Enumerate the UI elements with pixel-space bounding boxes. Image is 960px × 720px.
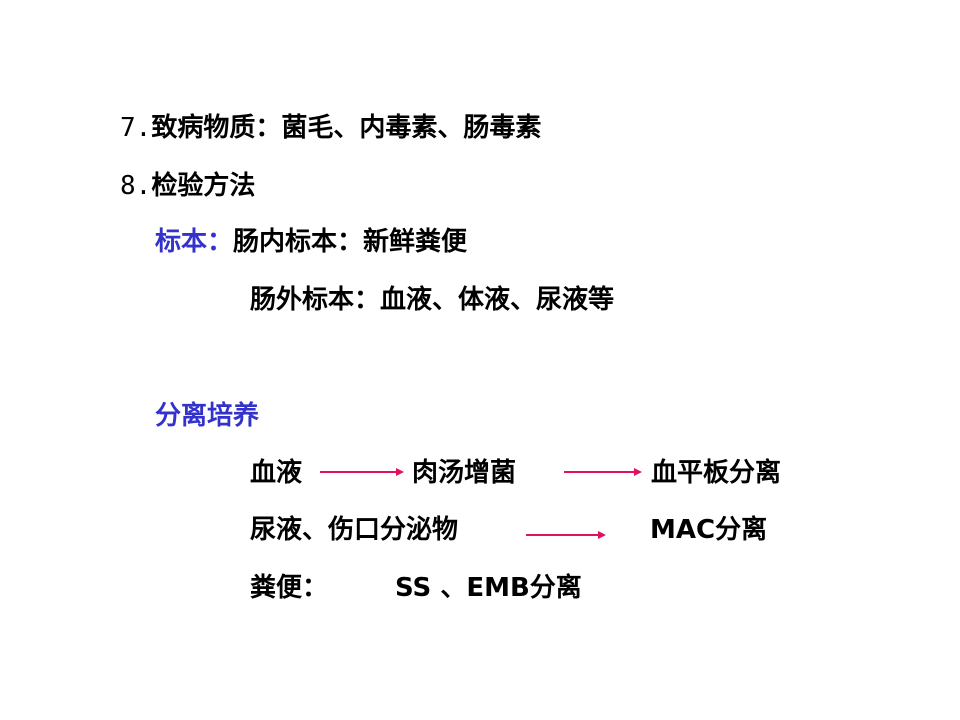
item-7: 7.致病物质：菌毛、内毒素、肠毒素	[120, 112, 541, 144]
item-8-text: 检验方法	[151, 171, 256, 201]
extra-intestinal-specimen-text: 肠外标本：血液、体液、尿液等	[250, 285, 615, 315]
flow2-result: MAC分离	[650, 515, 768, 545]
item-7-text: 致病物质：菌毛、内毒素、肠毒素	[151, 113, 542, 143]
flow3-result: SS 、EMB分离	[395, 573, 582, 603]
flow1-arrow-1	[320, 467, 404, 477]
item-8: 8.检验方法	[120, 170, 255, 202]
specimen-label: 标本：	[155, 227, 234, 257]
flow2-source: 尿液、伤口分泌物	[250, 515, 459, 545]
item-8-number: 8.	[120, 171, 152, 201]
item-7-number: 7.	[120, 113, 152, 143]
flow2-arrow	[526, 530, 606, 540]
intestinal-specimen-text: 肠内标本：新鲜粪便	[233, 227, 468, 257]
flow1-arrow-2	[564, 467, 642, 477]
isolation-culture-heading: 分离培养	[155, 400, 259, 432]
flow1-source: 血液	[250, 458, 303, 488]
flow1-enrichment: 肉汤增菌	[412, 458, 517, 488]
extra-intestinal-line: 肠外标本：血液、体液、尿液等	[250, 284, 614, 316]
specimen-line: 标本：肠内标本：新鲜粪便	[155, 226, 467, 258]
flow1-result: 血平板分离	[651, 458, 782, 488]
flow3-source: 粪便：	[250, 573, 329, 603]
isolation-culture-label: 分离培养	[155, 401, 260, 431]
